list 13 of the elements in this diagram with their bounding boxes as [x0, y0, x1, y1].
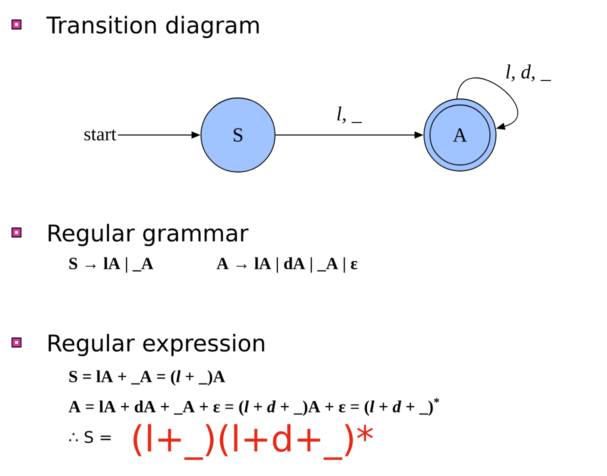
edge-label: l, _	[337, 106, 362, 124]
equation: A → lA | dA | _A | ε	[216, 257, 358, 273]
edge-label: l, d, _	[506, 64, 551, 82]
section-heading: Regular expression	[48, 334, 264, 356]
section-heading: Transition diagram	[46, 16, 259, 38]
equation: S → lA | _A	[69, 257, 154, 273]
section-heading: Regular grammar	[48, 224, 248, 246]
start-label: start	[84, 130, 116, 140]
handwritten-expression: (l+_)(l+d+_)*	[134, 424, 373, 460]
equation: ∴ S =	[69, 430, 111, 444]
self-loop-arrow	[456, 78, 518, 130]
equation: A = lA + dA + _A + ε = (l + d + _)A + ε = (l + d + _)$^{*}$	[68, 398, 440, 416]
equation: S = lA + _A = (l + _)A	[69, 370, 226, 386]
